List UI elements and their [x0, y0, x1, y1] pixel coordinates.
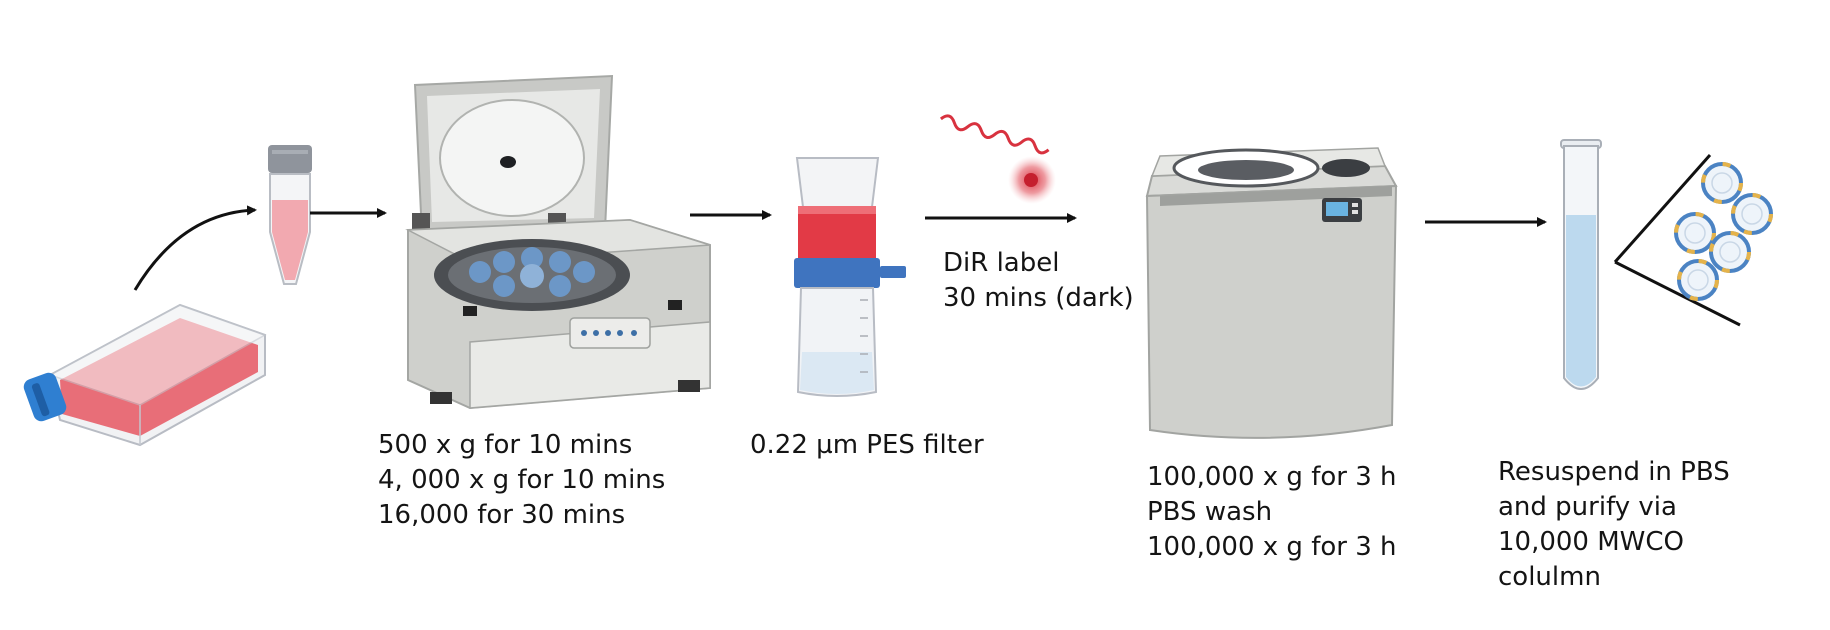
ultracentrifuge-icon: [1145, 147, 1398, 439]
benchtop-centrifuge-icon: [405, 74, 711, 410]
label-line: 10,000 MWCO: [1498, 527, 1684, 557]
label-line: 4, 000 x g for 10 mins: [378, 465, 666, 495]
label-line: 500 x g for 10 mins: [378, 430, 633, 460]
conical-tube-icon: [268, 145, 312, 285]
label-line: PBS wash: [1147, 497, 1273, 527]
label-line: 100,000 x g for 3 h: [1147, 462, 1397, 492]
label-line: 100,000 x g for 3 h: [1147, 532, 1397, 562]
label-line: 30 mins (dark): [943, 283, 1134, 313]
filter-label: 0.22 µm PES filter: [750, 428, 984, 463]
ultracentrifuge-conditions-label: 100,000 x g for 3 h PBS wash 100,000 x g…: [1147, 460, 1397, 565]
cell-culture-flask-icon: [23, 303, 267, 447]
label-line: 0.22 µm PES filter: [750, 430, 984, 460]
vacuum-filter-icon: [794, 157, 906, 397]
resuspend-purify-label: Resuspend in PBS and purify via 10,000 M…: [1498, 455, 1730, 595]
label-line: 16,000 for 30 mins: [378, 500, 626, 530]
extracellular-vesicles-icon: [1674, 162, 1773, 301]
zoom-wedge: [1613, 154, 1741, 327]
label-line: DiR label: [943, 248, 1060, 278]
label-line: colulmn: [1498, 562, 1601, 592]
centrifuge-conditions-label: 500 x g for 10 mins 4, 000 x g for 10 mi…: [378, 428, 665, 533]
curved-arrow-flask-to-tube: [133, 205, 257, 291]
resuspension-tube-icon: [1560, 139, 1602, 390]
dir-dye-icon: [939, 114, 1056, 204]
dir-label: DiR label 30 mins (dark): [943, 246, 1134, 316]
label-line: and purify via: [1498, 492, 1677, 522]
label-line: Resuspend in PBS: [1498, 457, 1730, 487]
